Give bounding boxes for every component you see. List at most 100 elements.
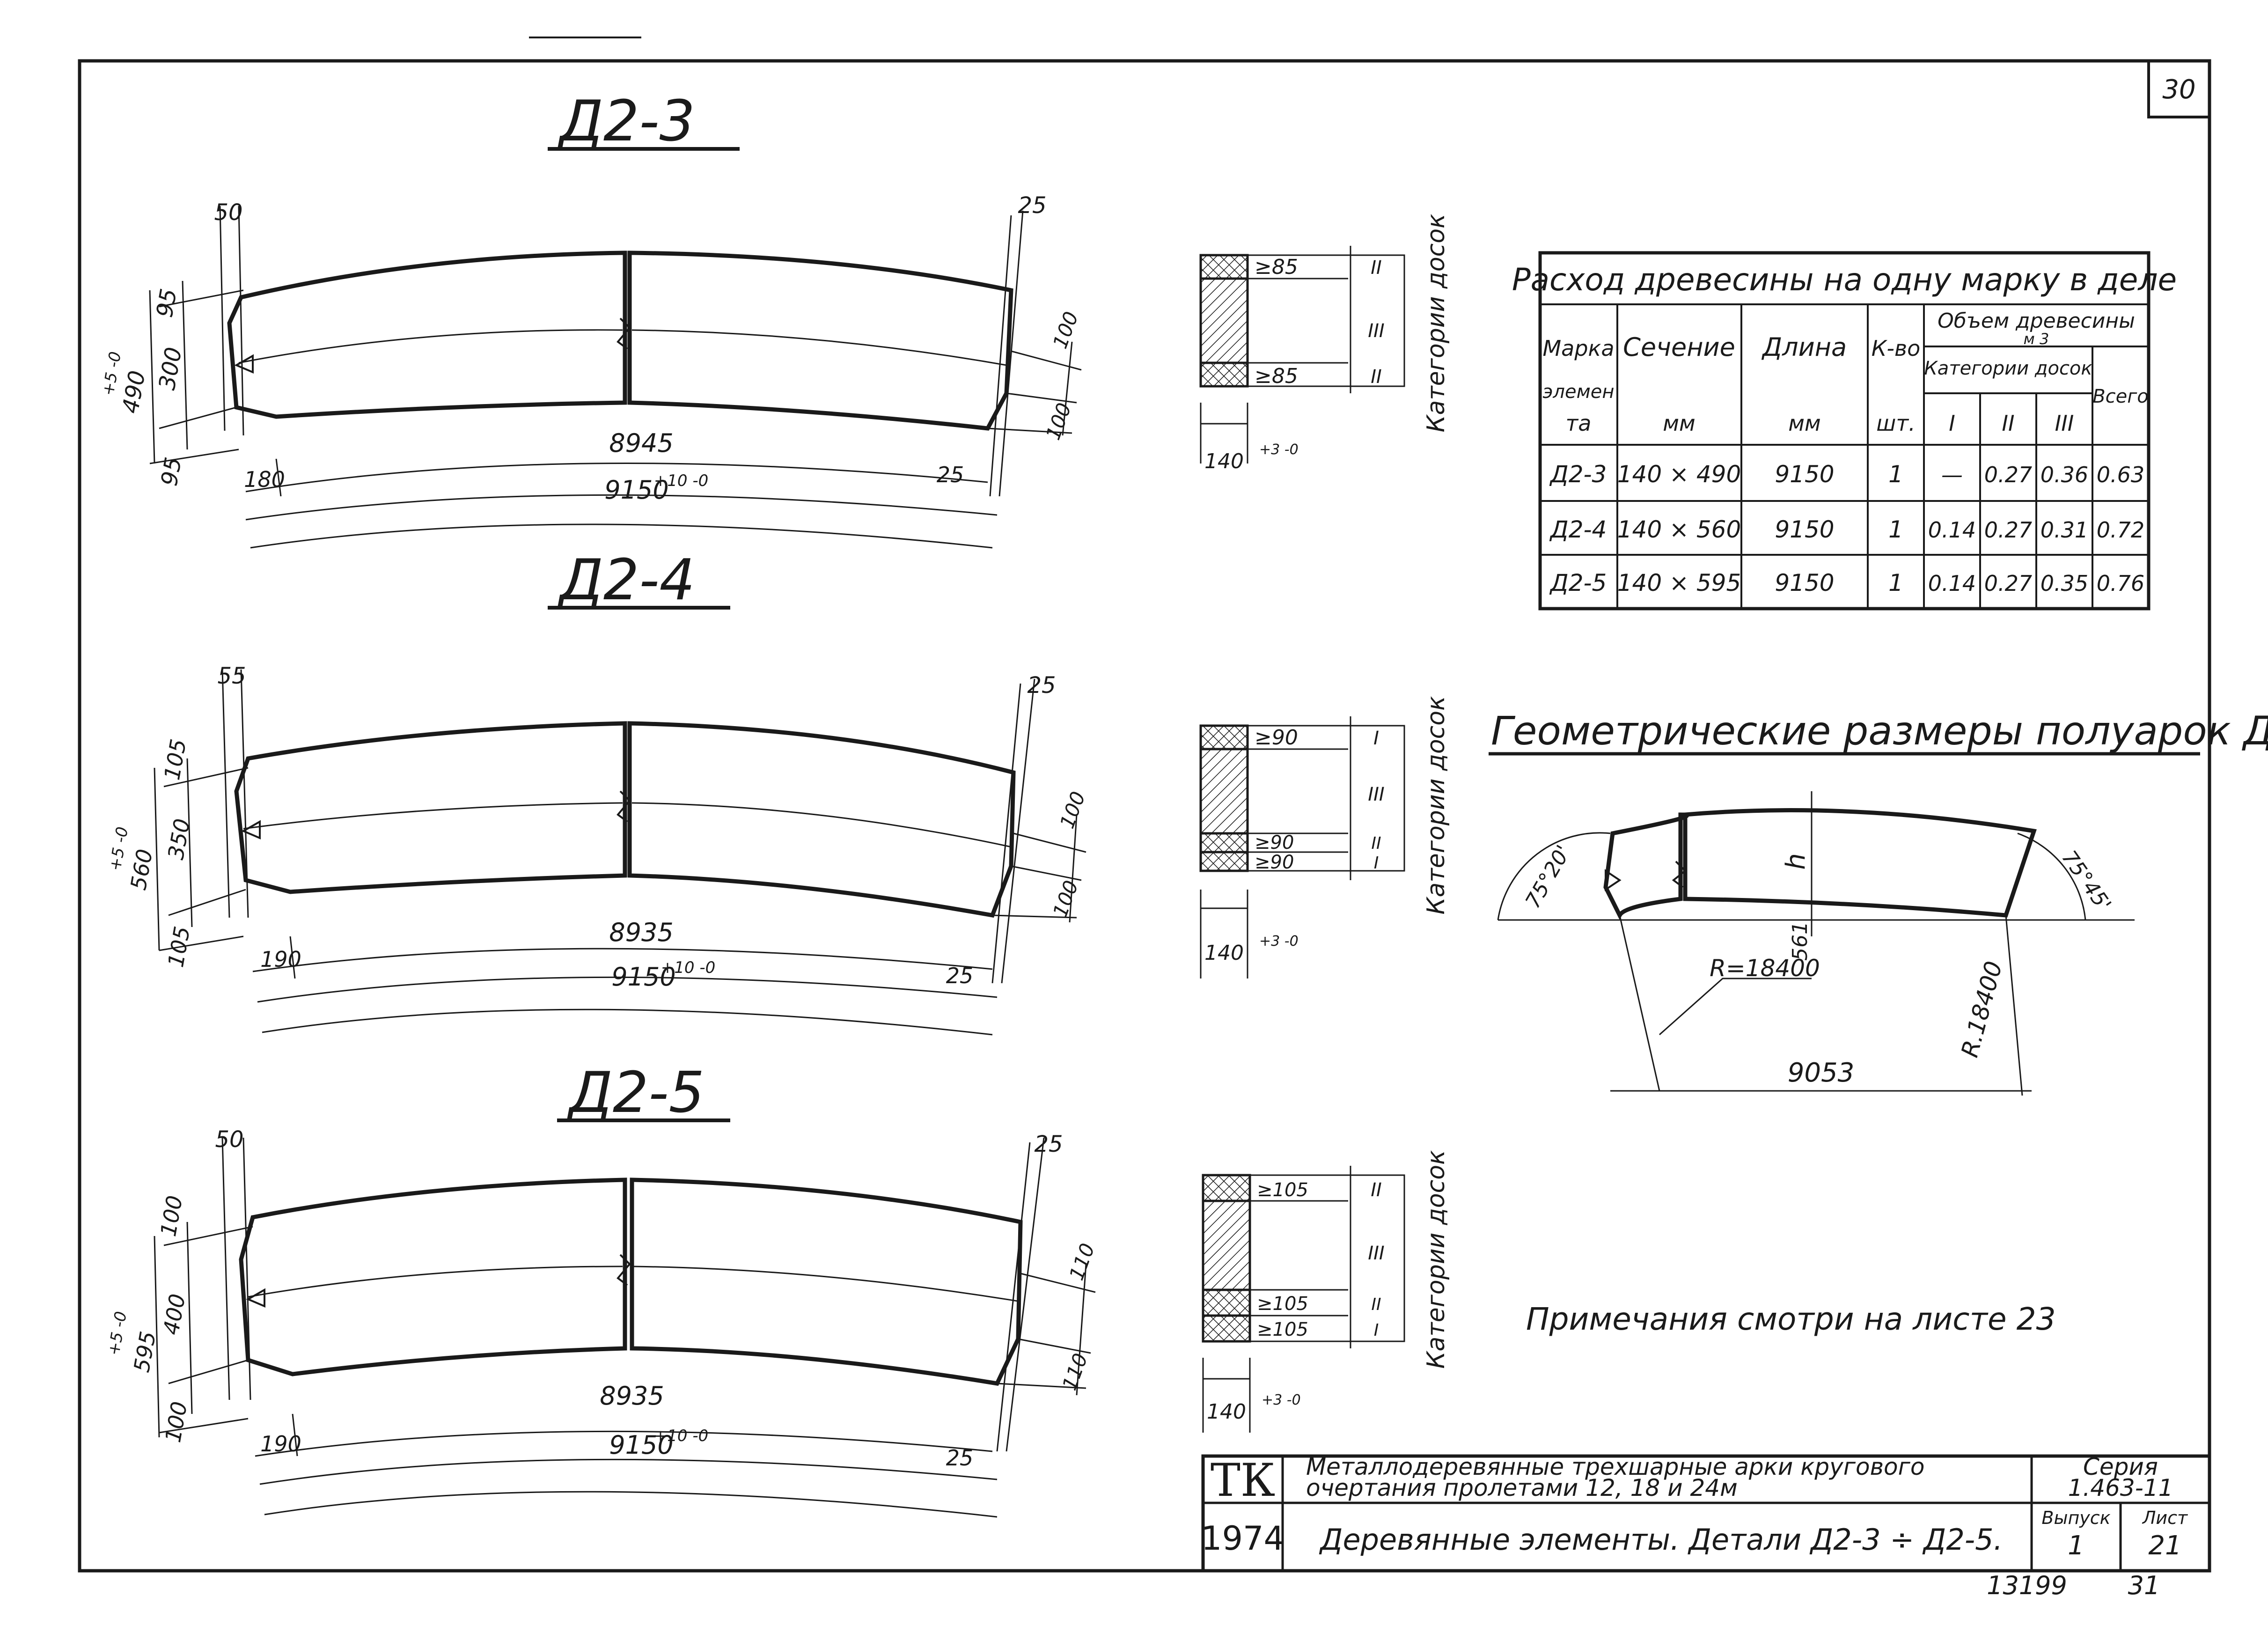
dim: 110 <box>1058 1350 1092 1393</box>
section-width-tol: +3 -0 <box>1259 933 1299 949</box>
section-layer-cat: I <box>1374 1321 1379 1340</box>
table-header: Длина <box>1762 332 1847 362</box>
table-cell: Д2-5 <box>1549 569 1607 596</box>
table-header: Марка <box>1542 336 1614 361</box>
section-d2-4 <box>1199 716 1405 979</box>
dim-tol: +10 -0 <box>654 1427 708 1445</box>
table-header: III <box>2055 411 2074 436</box>
dim: 595 <box>129 1329 161 1374</box>
dim-length: 9150 <box>604 475 668 505</box>
table-cell: 1 <box>1888 516 1903 543</box>
footer-page-number: 31 <box>2128 1571 2160 1600</box>
dim: 105 <box>163 924 195 969</box>
table-cell: 0.31 <box>2040 517 2088 543</box>
table-cell: 0.63 <box>2097 462 2144 487</box>
geometry-chord: 9053 <box>1788 1058 1855 1088</box>
note-text: Примечания смотри на листе 23 <box>1526 1301 2056 1337</box>
dim: 8945 <box>609 428 673 458</box>
table-cell: 0.35 <box>2040 571 2088 596</box>
section-layer-cat: II <box>1371 366 1382 388</box>
table-cell: — <box>1941 462 1963 487</box>
dim: 8935 <box>609 918 673 947</box>
dim-tol: +10 -0 <box>661 958 715 977</box>
dim: 50 <box>215 1126 243 1153</box>
dim-length: 9150 <box>611 962 675 992</box>
table-cell: 140 × 490 <box>1617 461 1741 488</box>
footer-archive-number: 13199 <box>1987 1571 2067 1600</box>
section-layer-cat: II <box>1371 834 1381 853</box>
table-cell: 140 × 560 <box>1617 516 1741 543</box>
stamp-subtitle: Деревянные элементы. Детали Д2-3 ÷ Д2-5. <box>1319 1523 2003 1557</box>
table-header: II <box>2002 411 2014 436</box>
dim: 25 <box>946 963 974 988</box>
section-layer-label: ≥90 <box>1255 832 1294 853</box>
table-cell: Д2-4 <box>1549 516 1607 543</box>
table-header: Сечение <box>1623 332 1735 362</box>
dim: 190 <box>260 947 301 972</box>
dim: 50 <box>214 199 242 226</box>
stamp-issue-value: 1 <box>2068 1530 2085 1561</box>
table-row: Д2-3 140 × 490 9150 1 — 0.27 0.36 0.63 <box>1549 461 2145 488</box>
table-header: шт. <box>1876 411 1916 436</box>
table-row: Д2-4 140 × 560 9150 1 0.14 0.27 0.31 0.7… <box>1549 516 2145 543</box>
section-width: 140 <box>1207 1400 1246 1424</box>
dim: 25 <box>946 1445 974 1471</box>
table-cell: 9150 <box>1775 461 1834 488</box>
section-layer-cat: III <box>1368 1243 1384 1264</box>
table-cell: 0.14 <box>1928 517 1976 543</box>
table-cell: 1 <box>1888 569 1903 596</box>
geometry-radius: R.18400 <box>1956 958 2007 1060</box>
section-layer-cat: I <box>1373 728 1379 749</box>
section-layer-cat: I <box>1374 853 1379 873</box>
stamp-series-label: Серия <box>2083 1453 2158 1480</box>
table-header: Всего <box>2092 386 2149 407</box>
title-block <box>1201 1454 2211 1573</box>
board-category-label: Категории досок <box>1422 213 1450 433</box>
section-width-tol: +3 -0 <box>1259 441 1299 458</box>
table-cell: 0.14 <box>1928 571 1976 596</box>
table-cell: 9150 <box>1775 516 1834 543</box>
stamp-sheet-label: Лист <box>2142 1508 2188 1528</box>
sheet-frame <box>78 37 2211 1573</box>
dim: 95 <box>151 287 182 319</box>
section-width: 140 <box>1204 449 1244 473</box>
dim: 8935 <box>600 1381 664 1411</box>
stamp-sheet-value: 21 <box>2148 1530 2181 1561</box>
dim: 100 <box>1056 788 1090 831</box>
table-cell: 0.36 <box>2040 462 2088 487</box>
section-layer-cat: II <box>1371 1295 1381 1314</box>
dim: 55 <box>217 663 246 689</box>
stamp-issue-label: Выпуск <box>2041 1508 2110 1528</box>
section-d2-3 <box>1199 246 1405 464</box>
stamp-year: 1974 <box>1201 1519 1284 1558</box>
geometry-title: Геометрические размеры полуарок Д2 <box>1491 708 2268 754</box>
section-layer-cat: II <box>1371 257 1382 279</box>
sheet-number: 30 <box>2162 74 2195 105</box>
section-layer-label: ≥90 <box>1255 726 1298 750</box>
stamp-org: ТК <box>1211 1454 1275 1507</box>
board-category-label: Категории досок <box>1422 1150 1450 1369</box>
section-layer-cat: III <box>1368 784 1384 805</box>
table-header: К-во <box>1872 336 1921 361</box>
stamp-series-value: 1.463-11 <box>2068 1474 2173 1501</box>
dim: 560 <box>125 847 157 892</box>
dim: 100 <box>1049 309 1083 352</box>
dim: 100 <box>160 1399 192 1444</box>
dim: 25 <box>1027 672 1056 699</box>
table-row: Д2-5 140 × 595 9150 1 0.14 0.27 0.35 0.7… <box>1549 569 2145 596</box>
table-header: м 3 <box>2024 330 2049 348</box>
geometry-h: h <box>1781 853 1811 870</box>
table-cell: 140 × 595 <box>1617 569 1741 596</box>
table-header: мм <box>1788 411 1820 436</box>
table-header: элемен <box>1542 381 1614 403</box>
section-layer-label: ≥105 <box>1257 1179 1308 1201</box>
table-header: Объем древесины <box>1938 309 2135 333</box>
geometry-angle: 75°20' <box>1521 841 1576 912</box>
dim: 100 <box>155 1193 187 1238</box>
geometry-rise: 561 <box>1788 921 1812 961</box>
part-title: Д2-5 <box>566 1060 705 1126</box>
stamp-title-line2: очертания пролетами 12, 18 и 24м <box>1306 1474 1738 1501</box>
part-d2-4: Д2-4 55 105 350 105 560 +5 -0 25 100 100… <box>106 548 1090 1036</box>
section-layer-label: ≥85 <box>1255 255 1298 279</box>
table-header: та <box>1566 411 1592 436</box>
